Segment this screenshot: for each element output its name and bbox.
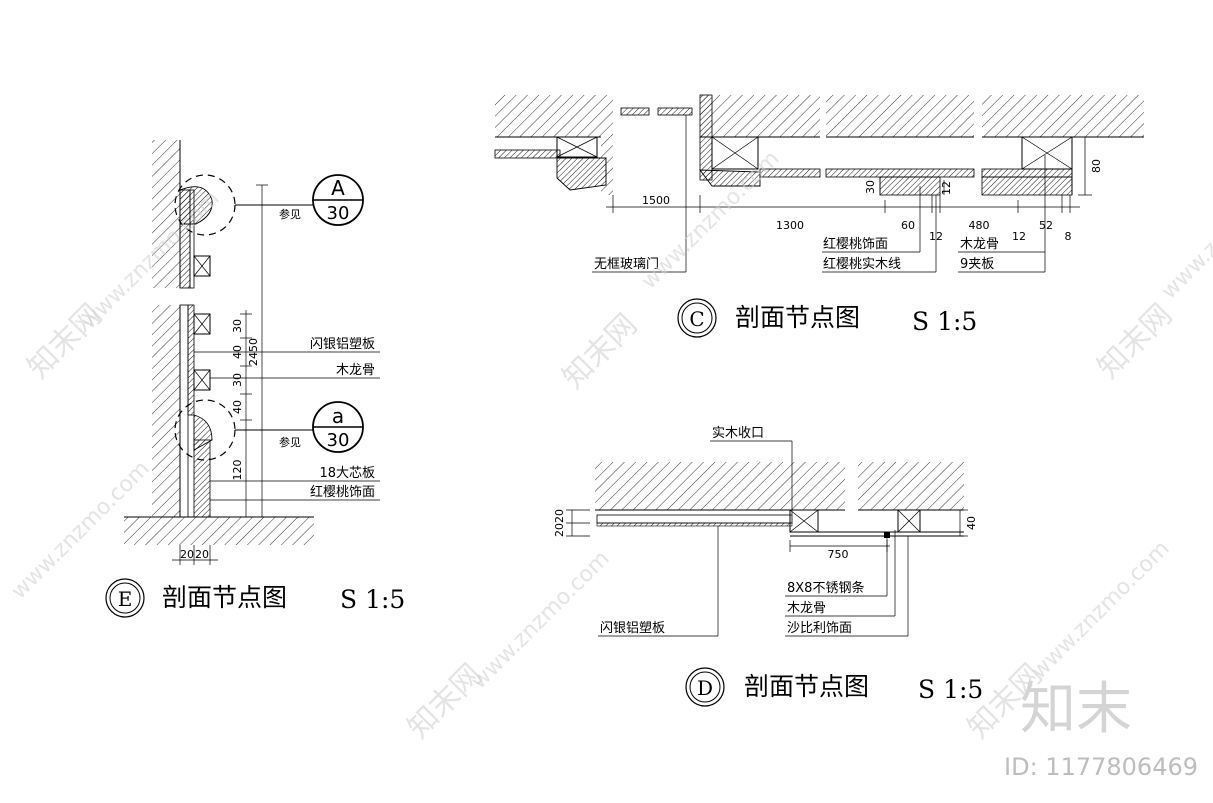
detail-c: 1500 1300 30 60 12 480 12 52 8 12 80 无框玻… xyxy=(494,94,1144,338)
detail-scale: S 1:5 xyxy=(912,307,977,336)
detail-letter: C xyxy=(689,307,704,331)
watermark-site: www.znzmo.com xyxy=(467,546,615,694)
watermark-brand: 知末 xyxy=(1020,677,1132,742)
dim-text: 30 xyxy=(864,180,877,194)
dim-text: 20 xyxy=(553,509,566,523)
callout-number: 30 xyxy=(327,203,350,224)
material-label: 9夹板 xyxy=(960,257,994,272)
material-label: 木龙骨 xyxy=(336,363,375,378)
see-note: 参见 xyxy=(279,207,301,221)
detail-scale: S 1:5 xyxy=(918,675,983,704)
material-label: 木龙骨 xyxy=(960,237,999,252)
material-label: 闪银铝塑板 xyxy=(600,621,665,636)
watermark-id: ID: 1177806469 xyxy=(1004,753,1198,781)
detail-title-e: E 剖面节点图 S 1:5 xyxy=(105,578,405,618)
dim-text: 1300 xyxy=(776,219,804,232)
wall-hatch-lower xyxy=(152,305,180,517)
dim-text: 8 xyxy=(1065,230,1072,243)
dim-text: 1500 xyxy=(642,194,670,207)
material-label: 无框玻璃门 xyxy=(594,257,659,272)
dim-text: 60 xyxy=(901,219,915,232)
dim-text: 20 xyxy=(195,548,209,561)
dim-text: 30 xyxy=(231,319,244,333)
detail-scale: S 1:5 xyxy=(340,585,405,614)
dim-text: 52 xyxy=(1039,219,1053,232)
detail-title: 剖面节点图 xyxy=(735,303,860,332)
material-label: 红樱桃饰面 xyxy=(310,484,375,500)
detail-title: 剖面节点图 xyxy=(162,583,287,612)
cornice-moulding-bottom xyxy=(193,414,213,451)
dim-text: 20 xyxy=(180,548,194,561)
detail-letter: E xyxy=(118,587,133,611)
watermark-tile: 知末网 xyxy=(1091,297,1179,385)
watermark-site: www.znzmo.com xyxy=(1027,536,1175,684)
detail-d: 20 20 750 40 实木收口 8X8不锈钢条 木龙骨 沙比利饰面 闪银铝塑… xyxy=(553,426,983,707)
material-label: 18大芯板 xyxy=(319,466,375,481)
dim-text: 40 xyxy=(965,516,978,530)
watermark-site: www.znzmo.com xyxy=(1157,156,1213,304)
detail-letter: D xyxy=(697,676,713,700)
dim-text: 20 xyxy=(553,523,566,537)
reference-bubble-a-lower: a 30 xyxy=(312,401,364,453)
see-note: 参见 xyxy=(279,435,301,449)
watermark-tile: 知末网 xyxy=(556,307,644,395)
reference-bubble-a-upper: A 30 xyxy=(312,174,364,226)
dim-text: 40 xyxy=(231,400,244,414)
dim-text: 80 xyxy=(1090,159,1103,173)
material-label: 实木收口 xyxy=(712,426,764,441)
detail-title: 剖面节点图 xyxy=(744,672,869,701)
watermark-site: www.znzmo.com xyxy=(77,186,225,334)
dim-text: 30 xyxy=(231,373,244,387)
material-label: 木龙骨 xyxy=(787,601,826,616)
material-label: 红樱桃饰面 xyxy=(823,236,888,252)
floor-hatch xyxy=(124,517,314,545)
detail-title-c: C 剖面节点图 S 1:5 xyxy=(677,298,977,338)
callout-number: 30 xyxy=(327,430,350,451)
material-label: 8X8不锈钢条 xyxy=(787,580,864,596)
dim-text: 12 xyxy=(1012,230,1026,243)
material-label: 沙比利饰面 xyxy=(787,621,852,636)
dim-text: 480 xyxy=(969,219,990,232)
callout-letter: A xyxy=(331,176,345,200)
dim-text: 12 xyxy=(940,181,953,195)
material-label: 闪银铝塑板 xyxy=(310,337,375,352)
detail-title-d: D 剖面节点图 S 1:5 xyxy=(685,667,983,707)
timber-batten xyxy=(193,255,211,391)
callout-letter: a xyxy=(332,404,344,428)
cornice-moulding-top xyxy=(179,186,213,225)
dim-text: 120 xyxy=(231,460,244,481)
material-label: 红樱桃实木线 xyxy=(823,256,901,272)
dim-text: 750 xyxy=(828,548,849,561)
wall-hatch-upper xyxy=(152,140,180,288)
watermark-layer: 知末网 www.znzmo.com www.znzmo.com 知末网 www.… xyxy=(7,146,1213,746)
detail-e: A 30 参见 a 30 参见 30 40 30 40 120 2450 xyxy=(105,140,405,618)
